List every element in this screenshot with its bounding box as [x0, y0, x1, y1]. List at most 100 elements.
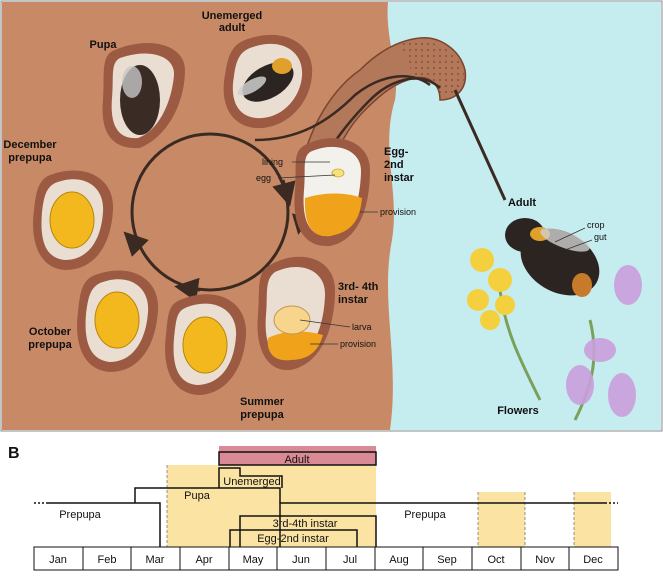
label-summer-1: Summer: [240, 396, 285, 408]
unemerged-bee-wing: [237, 76, 267, 96]
label-third-2: instar: [338, 294, 369, 306]
annotation-lining: lining: [262, 157, 283, 167]
highlight-apr-jul: [167, 465, 376, 547]
annotation-gut: gut: [594, 232, 607, 242]
entrance-to-adult-line: [453, 89, 507, 201]
yellow-flower-4: [495, 295, 515, 315]
third-instar-bar: [239, 515, 377, 547]
third-instar-cell: [257, 256, 335, 371]
prepupa-right-label: Prepupa: [404, 509, 446, 521]
month-label-feb: Feb: [98, 554, 117, 566]
pink-flower-petal-4: [608, 373, 636, 417]
egg-bar-label: Egg-2nd instar: [257, 533, 329, 545]
label-egg-3: instar: [384, 172, 415, 184]
label-egg-2: 2nd: [384, 159, 404, 171]
month-label-may: May: [243, 554, 264, 566]
month-label-apr: Apr: [195, 554, 212, 566]
egg: [331, 168, 345, 178]
month-label-jul: Jul: [343, 554, 357, 566]
october-prepupa: [94, 291, 140, 349]
highlight-oct: [478, 492, 525, 547]
label-december-2: prepupa: [8, 152, 52, 164]
unemerged-bar-label: Unemerged: [223, 476, 280, 488]
prepupa-left-bar: [48, 502, 161, 547]
annotation-provision-2: provision: [340, 339, 376, 349]
month-label-jun: Jun: [292, 554, 310, 566]
highlight-dec: [574, 492, 611, 547]
october-prepupa-cell: [77, 270, 159, 372]
cycle-to-entrance-line: [254, 75, 431, 142]
label-unemerged-1: Unemerged: [202, 10, 263, 22]
yellow-flower-2: [488, 268, 512, 292]
pupa-cell: [102, 42, 185, 149]
month-label-jan: Jan: [49, 554, 67, 566]
summer-prepupa: [182, 316, 228, 374]
larva-leader: [299, 319, 351, 328]
annotation-crop: crop: [587, 220, 605, 230]
pupa-bar-label: Pupa: [184, 490, 211, 502]
december-prepupa-cell: [33, 170, 114, 270]
flowers: [467, 248, 642, 421]
gut-leader: [564, 239, 593, 251]
adult-bar-label: Adult: [284, 454, 309, 466]
pupa-bar: [134, 487, 281, 503]
adult-bee: [505, 218, 600, 297]
month-label-aug: Aug: [389, 554, 409, 566]
label-pupa: Pupa: [90, 39, 118, 51]
cycle-arrow-bottom: [174, 277, 201, 302]
egg-bar: [229, 529, 358, 547]
month-axis: Jan Feb Mar Apr May Jun Jul Aug Sep Oct …: [33, 546, 619, 571]
flower-stem-2: [573, 319, 596, 421]
december-prepupa: [49, 191, 95, 249]
life-cycle-loop: [130, 132, 290, 292]
adult-bee-thorax: [505, 218, 545, 252]
larva: [273, 305, 311, 335]
sky-background: [387, 2, 661, 430]
panel-b-letter: B: [8, 445, 20, 462]
third-instar-provision: [267, 331, 323, 361]
egg-leader: [277, 174, 336, 179]
unemerged-adult-cell: [223, 34, 313, 129]
label-december-1: December: [3, 139, 57, 151]
month-label-mar: Mar: [146, 554, 165, 566]
adult-bee-tail: [572, 273, 592, 297]
month-label-oct: Oct: [487, 554, 504, 566]
label-third-1: 3rd- 4th: [338, 281, 379, 293]
panel-a: Pupa Unemerged adult Egg- 2nd instar 3rd…: [0, 0, 663, 432]
label-flowers: Flowers: [497, 405, 539, 417]
pink-flower-petal-1: [614, 265, 642, 305]
label-adult: Adult: [508, 197, 536, 209]
month-label-sep: Sep: [437, 554, 457, 566]
label-october-2: prepupa: [28, 339, 72, 351]
yellow-flower-1: [470, 248, 494, 272]
nest-entrance-texture: [400, 40, 465, 98]
month-label-nov: Nov: [535, 554, 555, 566]
yellow-flower-5: [480, 310, 500, 330]
label-egg-1: Egg-: [384, 146, 409, 158]
cycle-arrow-right: [272, 179, 296, 207]
egg-provision: [304, 193, 362, 237]
annotation-provision: provision: [380, 207, 416, 217]
crop-leader: [554, 227, 586, 243]
prepupa-left-label: Prepupa: [59, 509, 101, 521]
annotation-larva: larva: [352, 322, 372, 332]
label-unemerged-2: adult: [219, 22, 246, 34]
pink-flower-petal-2: [584, 338, 616, 362]
annotation-egg: egg: [256, 173, 271, 183]
unemerged-bee-band: [272, 58, 292, 74]
unemerged-bar: [218, 467, 283, 488]
panel-b-timeline: Adult Unemerged Pupa Prepupa Prepupa 3rd…: [33, 446, 619, 571]
label-summer-2: prepupa: [240, 409, 284, 421]
label-october-1: October: [29, 326, 72, 338]
third-instar-bar-label: 3rd-4th instar: [273, 518, 338, 530]
adult-bar-outline: [218, 451, 377, 466]
adult-bar: [219, 446, 376, 465]
pink-flower-petal-3: [566, 365, 594, 405]
summer-prepupa-cell: [165, 294, 247, 395]
pupa-wing: [122, 66, 142, 98]
cycle-arrow-left: [123, 231, 149, 257]
month-label-dec: Dec: [583, 554, 603, 566]
yellow-flower-3: [467, 289, 489, 311]
